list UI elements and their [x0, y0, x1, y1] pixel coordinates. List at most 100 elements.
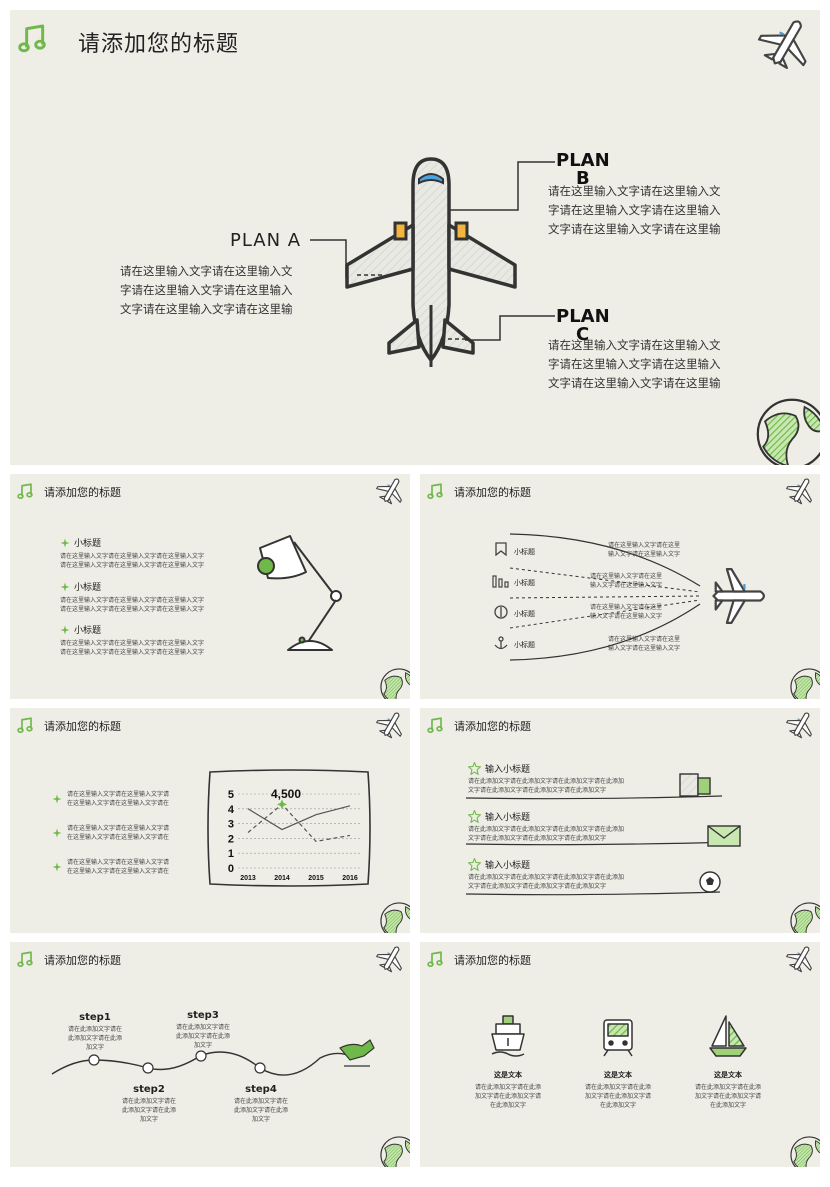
- list-item: 请在这里输入文字请在这里输入文字请在这里输入文字请在这里输入文字请在: [52, 824, 169, 842]
- row-text: 请在这里输入文字请在这里输入文字请在这里输入文字: [590, 573, 663, 589]
- row-text: 请在这里输入文字请在这里输入文字请在这里输入文字: [608, 542, 681, 558]
- anchor-icon: [494, 636, 508, 650]
- list-item: 小标题 请在这里输入文字请在这里输入文字请在这里输入文字请在这里输入文字请在这里…: [60, 538, 205, 569]
- plan-b-text: 请在这里输入文字请在这里输入文字请在这里输入文字请在这里输入文字请在这里输入文字…: [548, 184, 721, 236]
- train-icon: [603, 1019, 633, 1057]
- row-heading: 小标题: [514, 548, 535, 556]
- y-tick-label: 5: [228, 789, 234, 801]
- slide-5[interactable]: 请添加您的标题 step1 请在此添加文字请在此添加文字请在此添加文字 step…: [10, 942, 410, 1167]
- step-item: step3 请在此添加文字请在此添加文字请在此添加文字: [175, 1010, 230, 1049]
- globe-icon: [790, 665, 820, 699]
- step-item: step1 请在此添加文字请在此添加文字请在此添加文字: [67, 1012, 122, 1051]
- slide-4[interactable]: 请添加您的标题 输入小标题 请在此添加文字请在此添加文字请在此添加文字请在此添加…: [420, 708, 820, 933]
- sparkle-icon: [60, 625, 70, 635]
- timeline-wave: [51, 1039, 375, 1076]
- slide-3[interactable]: 请添加您的标题 请在这里输入文字请在这里输入文字请在这里输入文字请在这里输入文字…: [10, 708, 410, 933]
- step-item: step4 请在此添加文字请在此添加文字请在此添加文字: [233, 1084, 288, 1123]
- connector-lines: [310, 161, 555, 341]
- plan-a-label: PLAN A: [230, 230, 302, 251]
- list-item: 这是文本 请在此添加文字请在此添加文字请在此添加文字请在此添加文字: [694, 1071, 761, 1109]
- globe-icon: [790, 899, 820, 933]
- chart-x-ticks: 2013 2014 2015 2016: [240, 875, 358, 882]
- y-tick-label: 0: [228, 863, 234, 875]
- row-heading: 小标题: [514, 579, 535, 587]
- sparkle-icon: [52, 794, 62, 804]
- list-item: 请在这里输入文字请在这里输入文字请在这里输入文字请在这里输入文字请在: [52, 790, 169, 808]
- bookmark-icon: [495, 542, 507, 556]
- list-item: 这是文本 请在此添加文字请在此添加文字请在此添加文字请在此添加文字: [474, 1071, 541, 1109]
- globe-icon: [790, 1133, 820, 1167]
- globe-icon: [380, 665, 410, 699]
- plan-c-text: 请在这里输入文字请在这里输入文字请在这里输入文字请在这里输入文字请在这里输入文字…: [548, 338, 721, 390]
- soccer-ball-icon: [699, 871, 721, 893]
- list-item: 输入小标题 请在此添加文字请在此添加文字请在此添加文字请在此添加文字请在此添加文…: [468, 762, 624, 795]
- slide-1[interactable]: 请添加您的标题 小标题 请在这里输入文字请在这里输入文字请在这里输入文字请在这里…: [10, 474, 410, 699]
- music-note-icon: [16, 716, 34, 734]
- chart-annotation: 4,500: [271, 787, 301, 801]
- tickets-icon: [679, 773, 711, 797]
- chart-y-ticks: 0 1 2 3 4 5: [228, 789, 235, 875]
- slide-6[interactable]: 请添加您的标题 这是文本 请在此添加文字请在此添加文字请在此添加文字请在此添加文…: [420, 942, 820, 1167]
- divider-lines: [465, 795, 737, 896]
- chart-series: [247, 799, 351, 843]
- airplane-icon: [374, 476, 408, 506]
- step-item: step2 请在此添加文字请在此添加文字请在此添加文字: [121, 1084, 176, 1123]
- list-item: 请在这里输入文字请在这里输入文字请在这里输入文字请在这里输入文字请在: [52, 858, 169, 876]
- sparkle-icon: [60, 538, 70, 548]
- music-note-icon: [426, 716, 444, 734]
- desk-lamp-illustration: [257, 535, 342, 651]
- y-tick-label: 2: [228, 833, 234, 845]
- slide-title: 请添加您的标题: [44, 954, 121, 967]
- airplane-icon: [374, 710, 408, 740]
- list-item: 小标题 请在这里输入文字请在这里输入文字请在这里输入文字请在这里输入文字请在这里…: [60, 582, 205, 613]
- slide-title: 请添加您的标题: [44, 486, 121, 499]
- slide-title: 请添加您的标题: [454, 486, 531, 499]
- airplane-illustration: [702, 568, 772, 624]
- airplane-illustration: [345, 157, 517, 367]
- music-note-icon: [426, 950, 444, 968]
- sparkle-icon: [52, 828, 62, 838]
- sparkle-icon: [60, 582, 70, 592]
- slide-title: 请添加您的标题: [454, 720, 531, 733]
- line-chart: 0 1 2 3 4 5 2013 2014 2015 2016 4,500: [207, 769, 371, 887]
- slide-title: 请添加您的标题: [454, 954, 531, 967]
- x-tick-label: 2015: [308, 875, 324, 882]
- chart-grid: [238, 793, 362, 869]
- y-tick-label: 1: [228, 848, 234, 860]
- envelope-icon: [707, 825, 741, 847]
- airplane-icon: [784, 710, 818, 740]
- globe-icon: [380, 1133, 410, 1167]
- list-item: 输入小标题 请在此添加文字请在此添加文字请在此添加文字请在此添加文字请在此添加文…: [468, 858, 624, 891]
- bar-chart-icon: [492, 575, 509, 588]
- list-item: 小标题 请在这里输入文字请在这里输入文字请在这里输入文字请在这里输入文字请在这里…: [60, 625, 205, 656]
- row-text: 请在这里输入文字请在这里输入文字请在这里输入文字: [608, 636, 681, 652]
- funnel-lines: [509, 533, 701, 661]
- slide-title: 请添加您的标题: [44, 720, 121, 733]
- row-heading: 小标题: [514, 610, 535, 618]
- row-text: 请在这里输入文字请在这里输入文字请在这里输入文字: [590, 604, 663, 620]
- slide-main[interactable]: 请添加您的标题 PLAN A 请在这里输入文字请在这里输入文字请在这里输入文字请…: [10, 10, 820, 465]
- chart-frame: [207, 769, 371, 887]
- x-tick-label: 2013: [240, 875, 256, 882]
- globe-icon: [380, 899, 410, 933]
- y-tick-label: 3: [228, 819, 234, 831]
- row-heading: 小标题: [514, 641, 535, 649]
- airplane-icon: [784, 944, 818, 974]
- x-tick-label: 2016: [342, 875, 358, 882]
- globe-icon: [756, 393, 820, 465]
- y-tick-label: 4: [228, 804, 235, 816]
- list-item: 输入小标题 请在此添加文字请在此添加文字请在此添加文字请在此添加文字请在此添加文…: [468, 810, 624, 843]
- slide-2[interactable]: 请添加您的标题 小标题 请在这里输入文字请在这里输入文字请在这里输入文字 小标题…: [420, 474, 820, 699]
- ship-icon: [491, 1015, 525, 1057]
- list-item: 这是文本 请在此添加文字请在此添加文字请在此添加文字请在此添加文字: [584, 1071, 651, 1109]
- location-icon: [494, 605, 508, 619]
- x-tick-label: 2014: [274, 875, 290, 882]
- slide-title: 请添加您的标题: [78, 32, 240, 57]
- series-line: [247, 803, 351, 843]
- plan-a-text: 请在这里输入文字请在这里输入文字请在这里输入文字请在这里输入文字请在这里输入文字…: [120, 264, 293, 316]
- sailboat-icon: [709, 1015, 747, 1057]
- music-note-icon: [16, 482, 34, 500]
- series-line: [247, 805, 351, 831]
